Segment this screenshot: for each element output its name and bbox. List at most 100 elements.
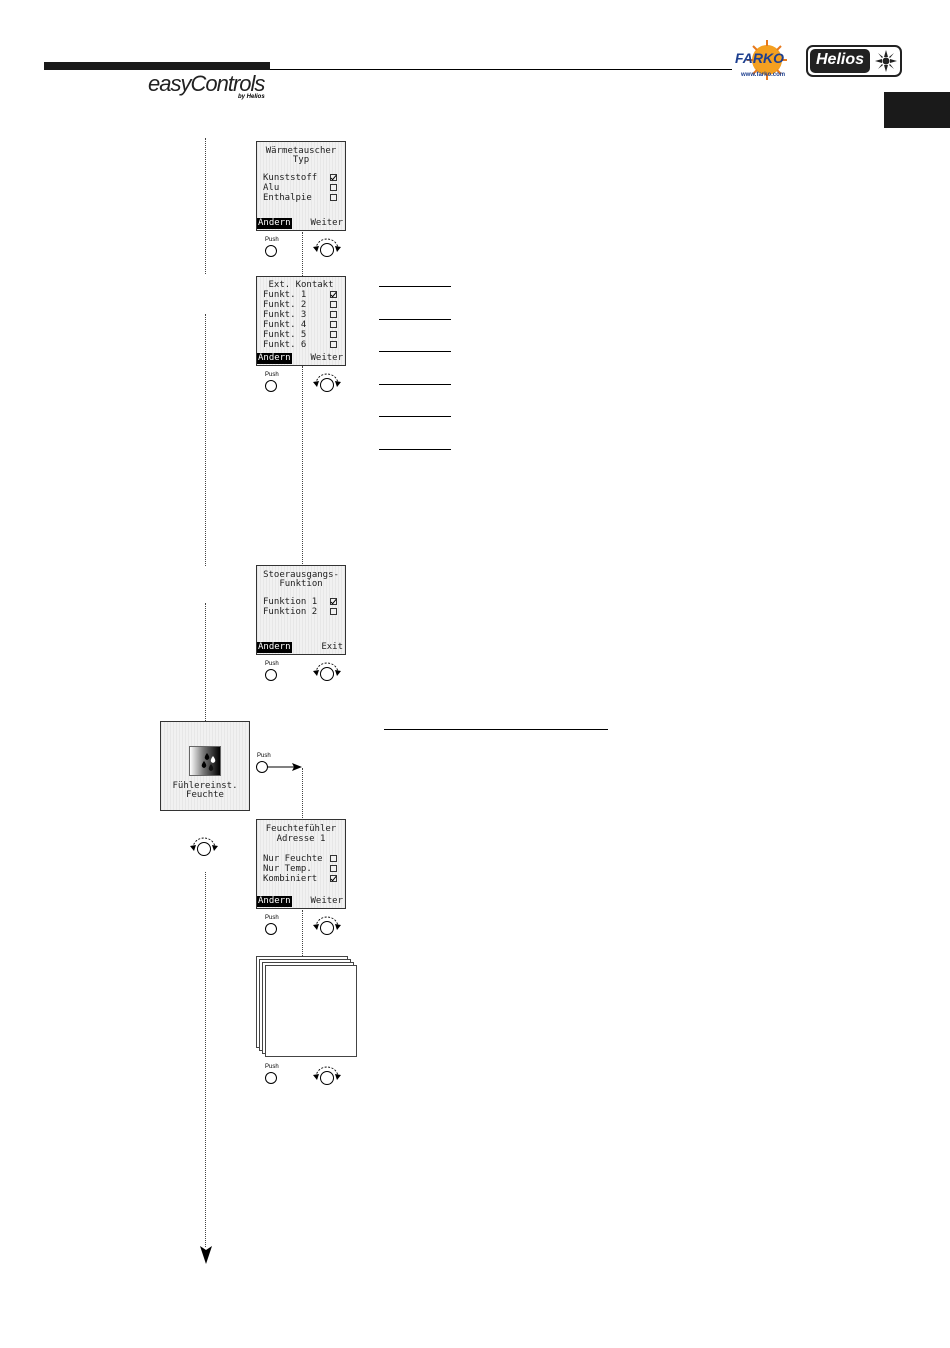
push-button[interactable] [256,761,268,773]
checkbox[interactable] [330,311,337,318]
option-kombiniert[interactable]: Kombiniert [263,874,337,884]
option-funktion-1[interactable]: Funktion 1 [263,597,337,607]
header-rule [270,69,732,70]
softkey-weiter[interactable]: Weiter [310,218,343,228]
helios-fan-icon [875,50,897,72]
option-funktion-2[interactable]: Funktion 2 [263,607,337,617]
option-funkt-3[interactable]: Funkt. 3 [263,310,337,320]
softkey-weiter[interactable]: Weiter [310,896,343,906]
option-funkt-5[interactable]: Funkt. 5 [263,330,337,340]
softkey-aendern[interactable]: Ändern [257,353,292,364]
helios-text-box [810,49,870,73]
option-enthalpie[interactable]: Enthalpie [263,193,337,203]
push-button[interactable] [265,669,277,681]
checkbox-checked[interactable] [330,875,337,882]
menu-fuehlereinst-feuchte[interactable]: Fühlereinst. Feuchte [160,721,250,811]
blank-line-4 [379,384,451,385]
option-kunststoff[interactable]: Kunststoff [263,173,337,183]
main-flow-line-4 [205,872,206,1247]
menu-label-line1: Fühlereinst. [172,781,238,791]
push-button[interactable] [265,923,277,935]
option-label: Nur Temp. [263,864,312,874]
screen-title: Feuchtefühler [265,824,337,834]
blank-line-6 [379,449,451,450]
option-alu[interactable]: Alu [263,183,337,193]
screen-title: Stoerausgangs- [263,570,339,580]
option-funkt-2[interactable]: Funkt. 2 [263,300,337,310]
option-label: Funkt. 4 [263,320,307,330]
flow-arrow-down-icon [200,1246,212,1264]
push-label: Push [265,1064,279,1070]
blank-line-5 [379,416,451,417]
farko-logo: FARKO www.farko.com [733,38,799,82]
push-button[interactable] [265,1072,277,1084]
option-funkt-6[interactable]: Funkt. 6 [263,340,337,350]
screen-subtitle: Funktion [279,579,323,589]
push-button[interactable] [265,245,277,257]
checkbox[interactable] [330,608,337,615]
softkey-exit[interactable]: Exit [321,642,343,652]
option-label: Funkt. 1 [263,290,307,300]
push-button[interactable] [265,380,277,392]
rotary-knob-icon[interactable] [311,371,343,395]
sub-flow-line-2 [302,366,303,566]
push-label: Push [265,915,279,921]
sub-flow-line-4 [302,910,303,958]
checkbox[interactable] [330,341,337,348]
farko-sun-icon [747,40,787,80]
option-nur-feuchte[interactable]: Nur Feuchte [263,854,337,864]
sub-flow-line-1 [302,232,303,278]
farko-url: www.farko.com [741,72,786,78]
checkbox[interactable] [330,184,337,191]
checkbox-checked[interactable] [330,291,337,298]
checkbox[interactable] [330,865,337,872]
chapter-tab [884,92,950,128]
checkbox[interactable] [330,331,337,338]
screen-ext-kontakt: Ext. Kontakt Funkt. 1 Funkt. 2 Funkt. 3 … [256,276,346,366]
rotary-knob-icon[interactable] [311,1064,343,1088]
rotary-knob-icon[interactable] [311,660,343,684]
screen-subtitle: Typ [292,155,310,165]
checkbox-checked[interactable] [330,174,337,181]
checkbox[interactable] [330,301,337,308]
arrow-right-icon [268,763,302,771]
softkey-aendern[interactable]: Ändern [257,896,292,907]
rotary-knob-icon[interactable] [188,835,220,859]
push-label: Push [265,372,279,378]
main-flow-line-2 [205,314,206,566]
checkbox[interactable] [330,855,337,862]
rotary-knob-icon[interactable] [311,914,343,938]
checkbox[interactable] [330,194,337,201]
option-funkt-4[interactable]: Funkt. 4 [263,320,337,330]
logo-easycontrols: easyControls [148,71,265,96]
checkbox-checked[interactable] [330,598,337,605]
option-label: Enthalpie [263,193,312,203]
screen-subtitle: Adresse 1 [276,834,326,844]
rotary-knob-icon[interactable] [311,236,343,260]
blank-line-3 [379,351,451,352]
screen-waermetauscher: Wärmetauscher Typ Kunststoff Alu Enthalp… [256,141,346,231]
blank-line-long [384,729,608,730]
option-label: Funkt. 5 [263,330,307,340]
push-label: Push [257,753,271,759]
blank-line-1 [379,286,451,287]
option-label: Funktion 2 [263,607,318,617]
water-drops-icon [201,753,216,771]
option-label: Funkt. 6 [263,340,307,350]
softkey-weiter[interactable]: Weiter [310,353,343,363]
push-label: Push [265,237,279,243]
screen-title: Ext. Kontakt [268,280,334,290]
option-funkt-1[interactable]: Funkt. 1 [263,290,337,300]
option-label: Nur Feuchte [263,854,323,864]
option-nur-temp[interactable]: Nur Temp. [263,864,337,874]
helios-text: Helios [816,51,865,68]
softkey-aendern[interactable]: Ändern [257,218,292,229]
option-label: Kombiniert [263,874,318,884]
humidity-icon [189,746,221,776]
checkbox[interactable] [330,321,337,328]
menu-label-line2: Feuchte [186,790,224,800]
softkey-aendern[interactable]: Ändern [257,642,292,653]
helios-logo: Helios [806,45,902,77]
logo-by-helios: by Helios [238,94,265,100]
main-flow-line-1 [205,138,206,274]
